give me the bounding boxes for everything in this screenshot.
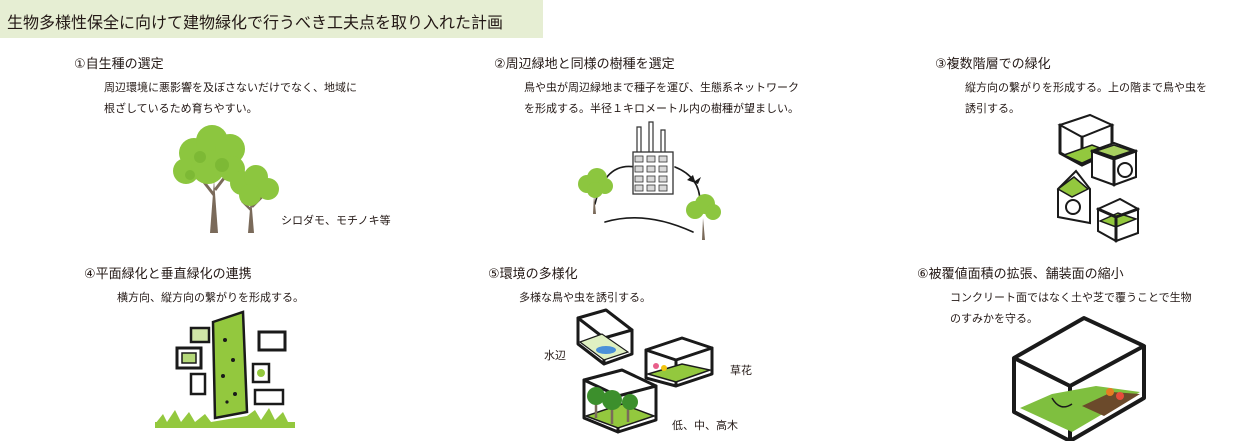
point-2-heading: ②周辺緑地と同様の樹種を選定 [494, 57, 675, 72]
point-6-description: コンクリート面ではなく土や芝で覆うことで生物のすみかを守る。 [950, 291, 1192, 325]
point-6-heading: ⑥被覆値面積の拡張、舗装面の縮小 [917, 267, 1124, 282]
point-1-description: 周辺環境に悪影響を及ぼさないだけでなく、地域に根ざしているため育ちやすい。 [104, 81, 357, 115]
point-1-caption: シロダモ、モチノキ等 [281, 214, 391, 227]
point-3-description: 縦方向の繋がりを形成する。上の階まで鳥や虫を誘引する。 [965, 81, 1207, 115]
native-trees-icon [173, 125, 279, 233]
green-wall-icon [155, 310, 295, 428]
point-1-heading: ①自生種の選定 [74, 57, 164, 72]
green-network-icon [578, 121, 721, 240]
point-5-heading: ⑤環境の多様化 [488, 267, 578, 282]
point-4-heading: ④平面緑化と垂直緑化の連携 [84, 267, 252, 282]
soil-cover-icon [1012, 316, 1146, 441]
stacked-cubes-icon [1056, 113, 1140, 243]
point-5-label-water: 水辺 [544, 349, 566, 362]
point-5-label-trees: 低、中、高木 [672, 419, 738, 432]
point-5-label-flowers: 草花 [730, 364, 752, 377]
point-2-description: 鳥や虫が周辺緑地まで種子を運び、生態系ネットワークを形成する。半径１キロメートル… [524, 81, 799, 115]
point-5-description: 多様な鳥や虫を誘引する。 [519, 291, 651, 304]
page-title: 生物多様性保全に向けて建物緑化で行うべき工夫点を取り入れた計画 [0, 0, 543, 38]
habitat-boxes-icon [576, 308, 714, 434]
point-4-description: 横方向、縦方向の繋がりを形成する。 [117, 291, 304, 304]
point-3-heading: ③複数階層での緑化 [935, 57, 1051, 72]
